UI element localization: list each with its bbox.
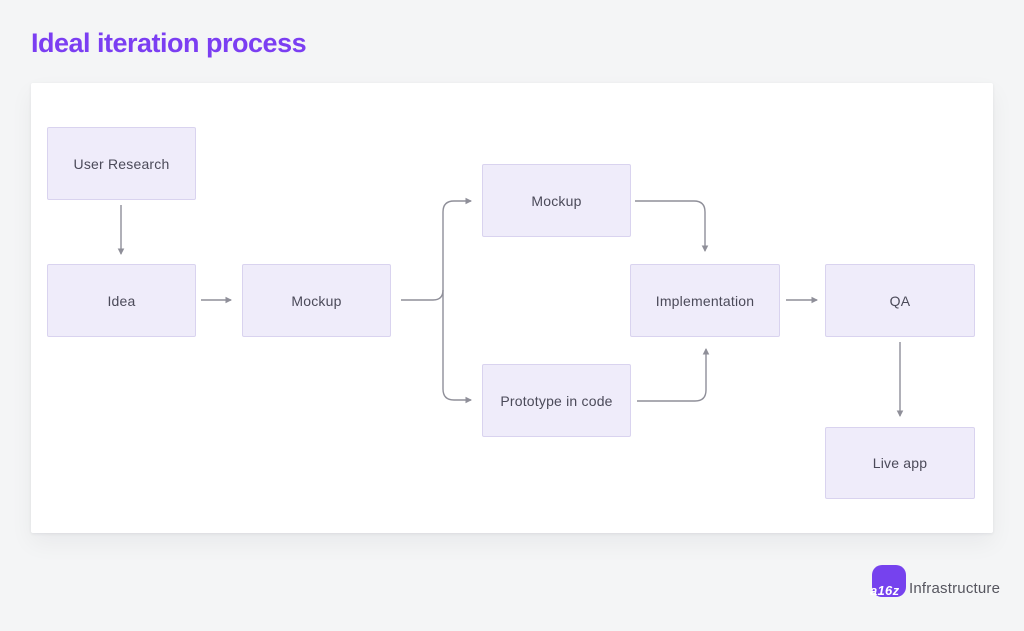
node-qa: QA <box>825 264 975 337</box>
node-idea: Idea <box>47 264 196 337</box>
node-label: Mockup <box>531 192 582 209</box>
node-label: User Research <box>73 155 170 172</box>
node-label: QA <box>889 292 911 309</box>
node-user-research: User Research <box>47 127 196 200</box>
node-label: Live app <box>872 455 928 471</box>
edge-mockup-to-prototype <box>442 290 472 404</box>
node-mockup-second: Mockup <box>482 164 631 237</box>
brand-name: Infrastructure <box>909 580 1001 598</box>
node-mockup-first: Mockup <box>242 264 391 337</box>
node-prototype-in-code: Prototype in code <box>482 364 631 437</box>
diagram-canvas: User Research Idea Mockup Mockup Prototy… <box>31 83 993 533</box>
brand-footer: a16z Infrastructure <box>870 563 1001 598</box>
a16z-logo-text: a16z <box>870 583 900 598</box>
edge-mockup-to-mockup2 <box>401 197 472 301</box>
flow-connectors <box>117 197 904 417</box>
node-live-app: Live app <box>825 427 975 499</box>
node-label: Idea <box>107 292 136 309</box>
node-implementation: Implementation <box>630 264 780 337</box>
edge-mockup2-to-implementation <box>635 200 709 252</box>
node-label: Prototype in code <box>500 392 613 409</box>
a16z-logo-icon: a16z <box>870 565 906 598</box>
page-title: Ideal iteration process <box>31 28 307 58</box>
node-label: Mockup <box>291 292 342 309</box>
node-label: Implementation <box>655 292 755 309</box>
edge-prototype-to-implementation <box>637 348 710 402</box>
